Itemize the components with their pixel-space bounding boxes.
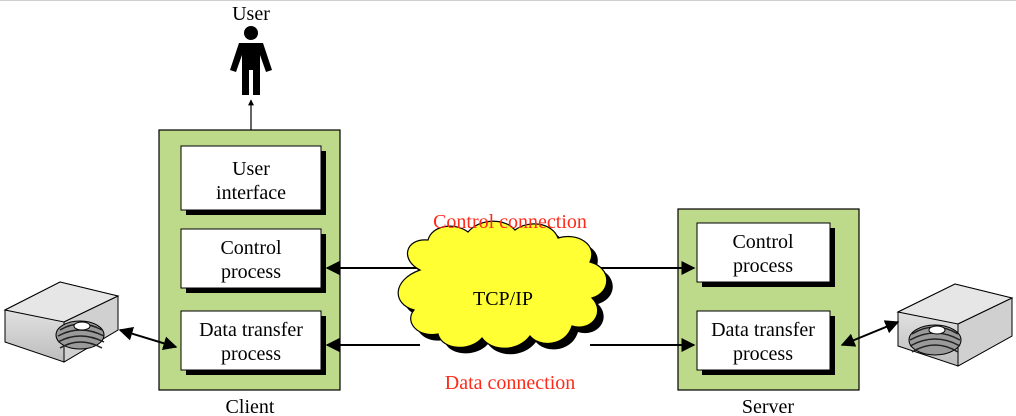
server-control-process-box: Control process (696, 222, 835, 287)
ui-line2: interface (216, 182, 286, 204)
cloud-label: TCP/IP (473, 288, 533, 310)
user-label: User (232, 3, 270, 25)
right-disk-arrow (840, 320, 900, 347)
disk-drive-icon (3, 281, 120, 363)
cd-line2: process (221, 343, 281, 365)
cc-line2: process (221, 261, 281, 283)
sc-line2: process (733, 255, 793, 277)
tcp-ip-cloud: TCP/IP (397, 220, 613, 355)
client-label: Client (226, 396, 275, 416)
cd-line1: Data transfer (199, 319, 303, 341)
cc-line1: Control (220, 237, 282, 259)
left-disk-arrow (118, 326, 178, 351)
person-icon (230, 26, 272, 95)
server-label: Server (742, 396, 795, 416)
server-data-transfer-box: Data transfer process (696, 310, 835, 375)
control-connection-label: Control connection (433, 211, 587, 233)
client-user-interface-box: User interface (180, 145, 326, 215)
client-control-process-box: Control process (180, 228, 326, 293)
ui-line1: User (232, 158, 270, 180)
sc-line1: Control (732, 231, 794, 253)
sd-line2: process (733, 343, 793, 365)
disk-drive-icon (896, 283, 1014, 367)
data-connection-label: Data connection (445, 372, 576, 394)
client-data-transfer-box: Data transfer process (180, 310, 326, 375)
sd-line1: Data transfer (711, 319, 815, 341)
